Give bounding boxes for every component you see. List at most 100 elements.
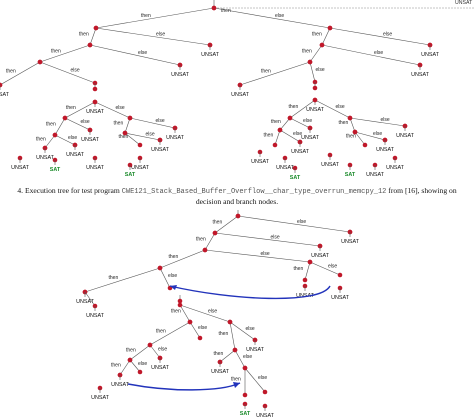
- unsat-label: UNSAT: [296, 293, 315, 299]
- edge-label-then: then: [169, 254, 179, 260]
- edge-label-else: else: [373, 131, 382, 137]
- tree-node: [147, 342, 153, 348]
- edge-label-then: then: [111, 363, 121, 369]
- edge-label-else: else: [68, 135, 77, 141]
- tree-edge: [321, 44, 421, 66]
- tree-edge: [179, 304, 191, 323]
- tree-node: [52, 132, 58, 138]
- edge-label-then: then: [79, 32, 89, 38]
- unsat-label: UNSAT: [231, 92, 250, 98]
- edge-label-else: else: [316, 67, 325, 73]
- edge-label-then: then: [264, 133, 274, 139]
- tree-node: [62, 115, 68, 121]
- edge-label-then: then: [196, 237, 206, 243]
- edge-label-else: else: [328, 264, 337, 270]
- tree-edge: [159, 249, 206, 269]
- tree-node: [127, 357, 133, 363]
- tree-node: [0, 82, 3, 88]
- tree-edge: [219, 349, 236, 363]
- tree-edge: [0, 61, 41, 86]
- unsat-label: UNSAT: [306, 107, 325, 113]
- tree-edge: [304, 261, 311, 281]
- tree-node: [272, 142, 278, 148]
- tree-edge: [39, 61, 96, 84]
- tree-edge: [95, 27, 211, 46]
- unsat-label: UNSAT: [86, 109, 105, 115]
- tree-edge: [234, 349, 246, 369]
- unsat-label: UNSAT: [276, 165, 295, 171]
- unsat-label: UNSAT: [256, 413, 275, 419]
- tree-node: [242, 392, 248, 398]
- unsat-label: UNSAT: [131, 165, 150, 171]
- tree-node: [122, 130, 128, 136]
- edge-label-else: else: [71, 68, 80, 74]
- tree-node: [211, 5, 217, 11]
- unsat-label: UNSAT: [366, 172, 385, 178]
- tree-edge: [159, 267, 171, 289]
- tree-edge: [244, 367, 266, 393]
- tree-edge: [309, 44, 323, 63]
- tree-edge: [349, 117, 406, 127]
- tree-node: [92, 99, 98, 105]
- unsat-label: UNSAT: [201, 52, 220, 58]
- tree-edge: [54, 117, 66, 136]
- tree-node: [312, 97, 318, 103]
- tree-edge: [237, 215, 351, 233]
- edge-label-then: then: [219, 331, 229, 337]
- tree-node: [262, 389, 268, 395]
- edge-label-else: else: [271, 235, 280, 241]
- tree-edge: [129, 359, 141, 373]
- tree-node: [362, 142, 368, 148]
- edge-label-then: then: [231, 377, 241, 383]
- sat-label: SAT: [50, 167, 61, 173]
- edge-label-then: then: [294, 266, 304, 272]
- edge-label-else: else: [138, 50, 147, 56]
- tree-node: [327, 25, 333, 31]
- tree-edge: [314, 99, 351, 119]
- edge-label-else: else: [156, 32, 165, 38]
- edge-label-else: else: [381, 117, 390, 123]
- tree-edge: [274, 129, 281, 146]
- unsat-label: UNSAT: [86, 165, 105, 171]
- edge-label-else: else: [261, 251, 270, 257]
- tree-node: [242, 365, 248, 371]
- unsat-label: UNSAT: [0, 92, 10, 98]
- tree-edge: [349, 117, 356, 133]
- tree-node: [312, 85, 318, 91]
- tree-node: [202, 247, 208, 253]
- tree-node: [93, 25, 99, 31]
- edge-label-else: else: [246, 326, 255, 332]
- tree-edge: [89, 27, 97, 46]
- caption-prefix: 4. Execution tree for test program: [17, 186, 120, 195]
- unsat-label: UNSAT: [211, 369, 230, 375]
- unsat-label: UNSAT: [396, 133, 415, 139]
- tree-edge: [124, 117, 131, 134]
- tree-edge: [64, 117, 91, 131]
- figure-caption: 4. Execution tree for test program CWE12…: [0, 186, 474, 207]
- edge-label-then: then: [51, 49, 61, 55]
- edge-label-then: then: [114, 121, 124, 127]
- tree-edge: [84, 291, 96, 307]
- tree-edge: [129, 344, 151, 361]
- tree-node: [212, 230, 218, 236]
- tree-node: [197, 335, 203, 341]
- tree-node: [137, 142, 143, 148]
- tree-edge: [321, 27, 331, 46]
- edge-label-then: then: [213, 220, 223, 226]
- edge-label-then: then: [271, 119, 281, 125]
- edge-label-else: else: [156, 118, 165, 124]
- unsat-label: UNSAT: [321, 162, 340, 168]
- tree-edge: [95, 7, 215, 29]
- tree-node: [277, 127, 283, 133]
- tree-node: [319, 42, 325, 48]
- caption-program-name: CWE121_Stack_Based_Buffer_Overflow__char…: [121, 188, 387, 196]
- tree-edge: [124, 132, 161, 141]
- tree-edge: [119, 359, 131, 376]
- tree-edge: [54, 134, 76, 146]
- tree-edge: [189, 321, 201, 339]
- tree-node: [307, 59, 313, 65]
- tree-edge: [214, 232, 321, 247]
- tree-node: [227, 319, 233, 325]
- edge-label-then: then: [126, 348, 136, 354]
- tree-edge: [329, 27, 431, 46]
